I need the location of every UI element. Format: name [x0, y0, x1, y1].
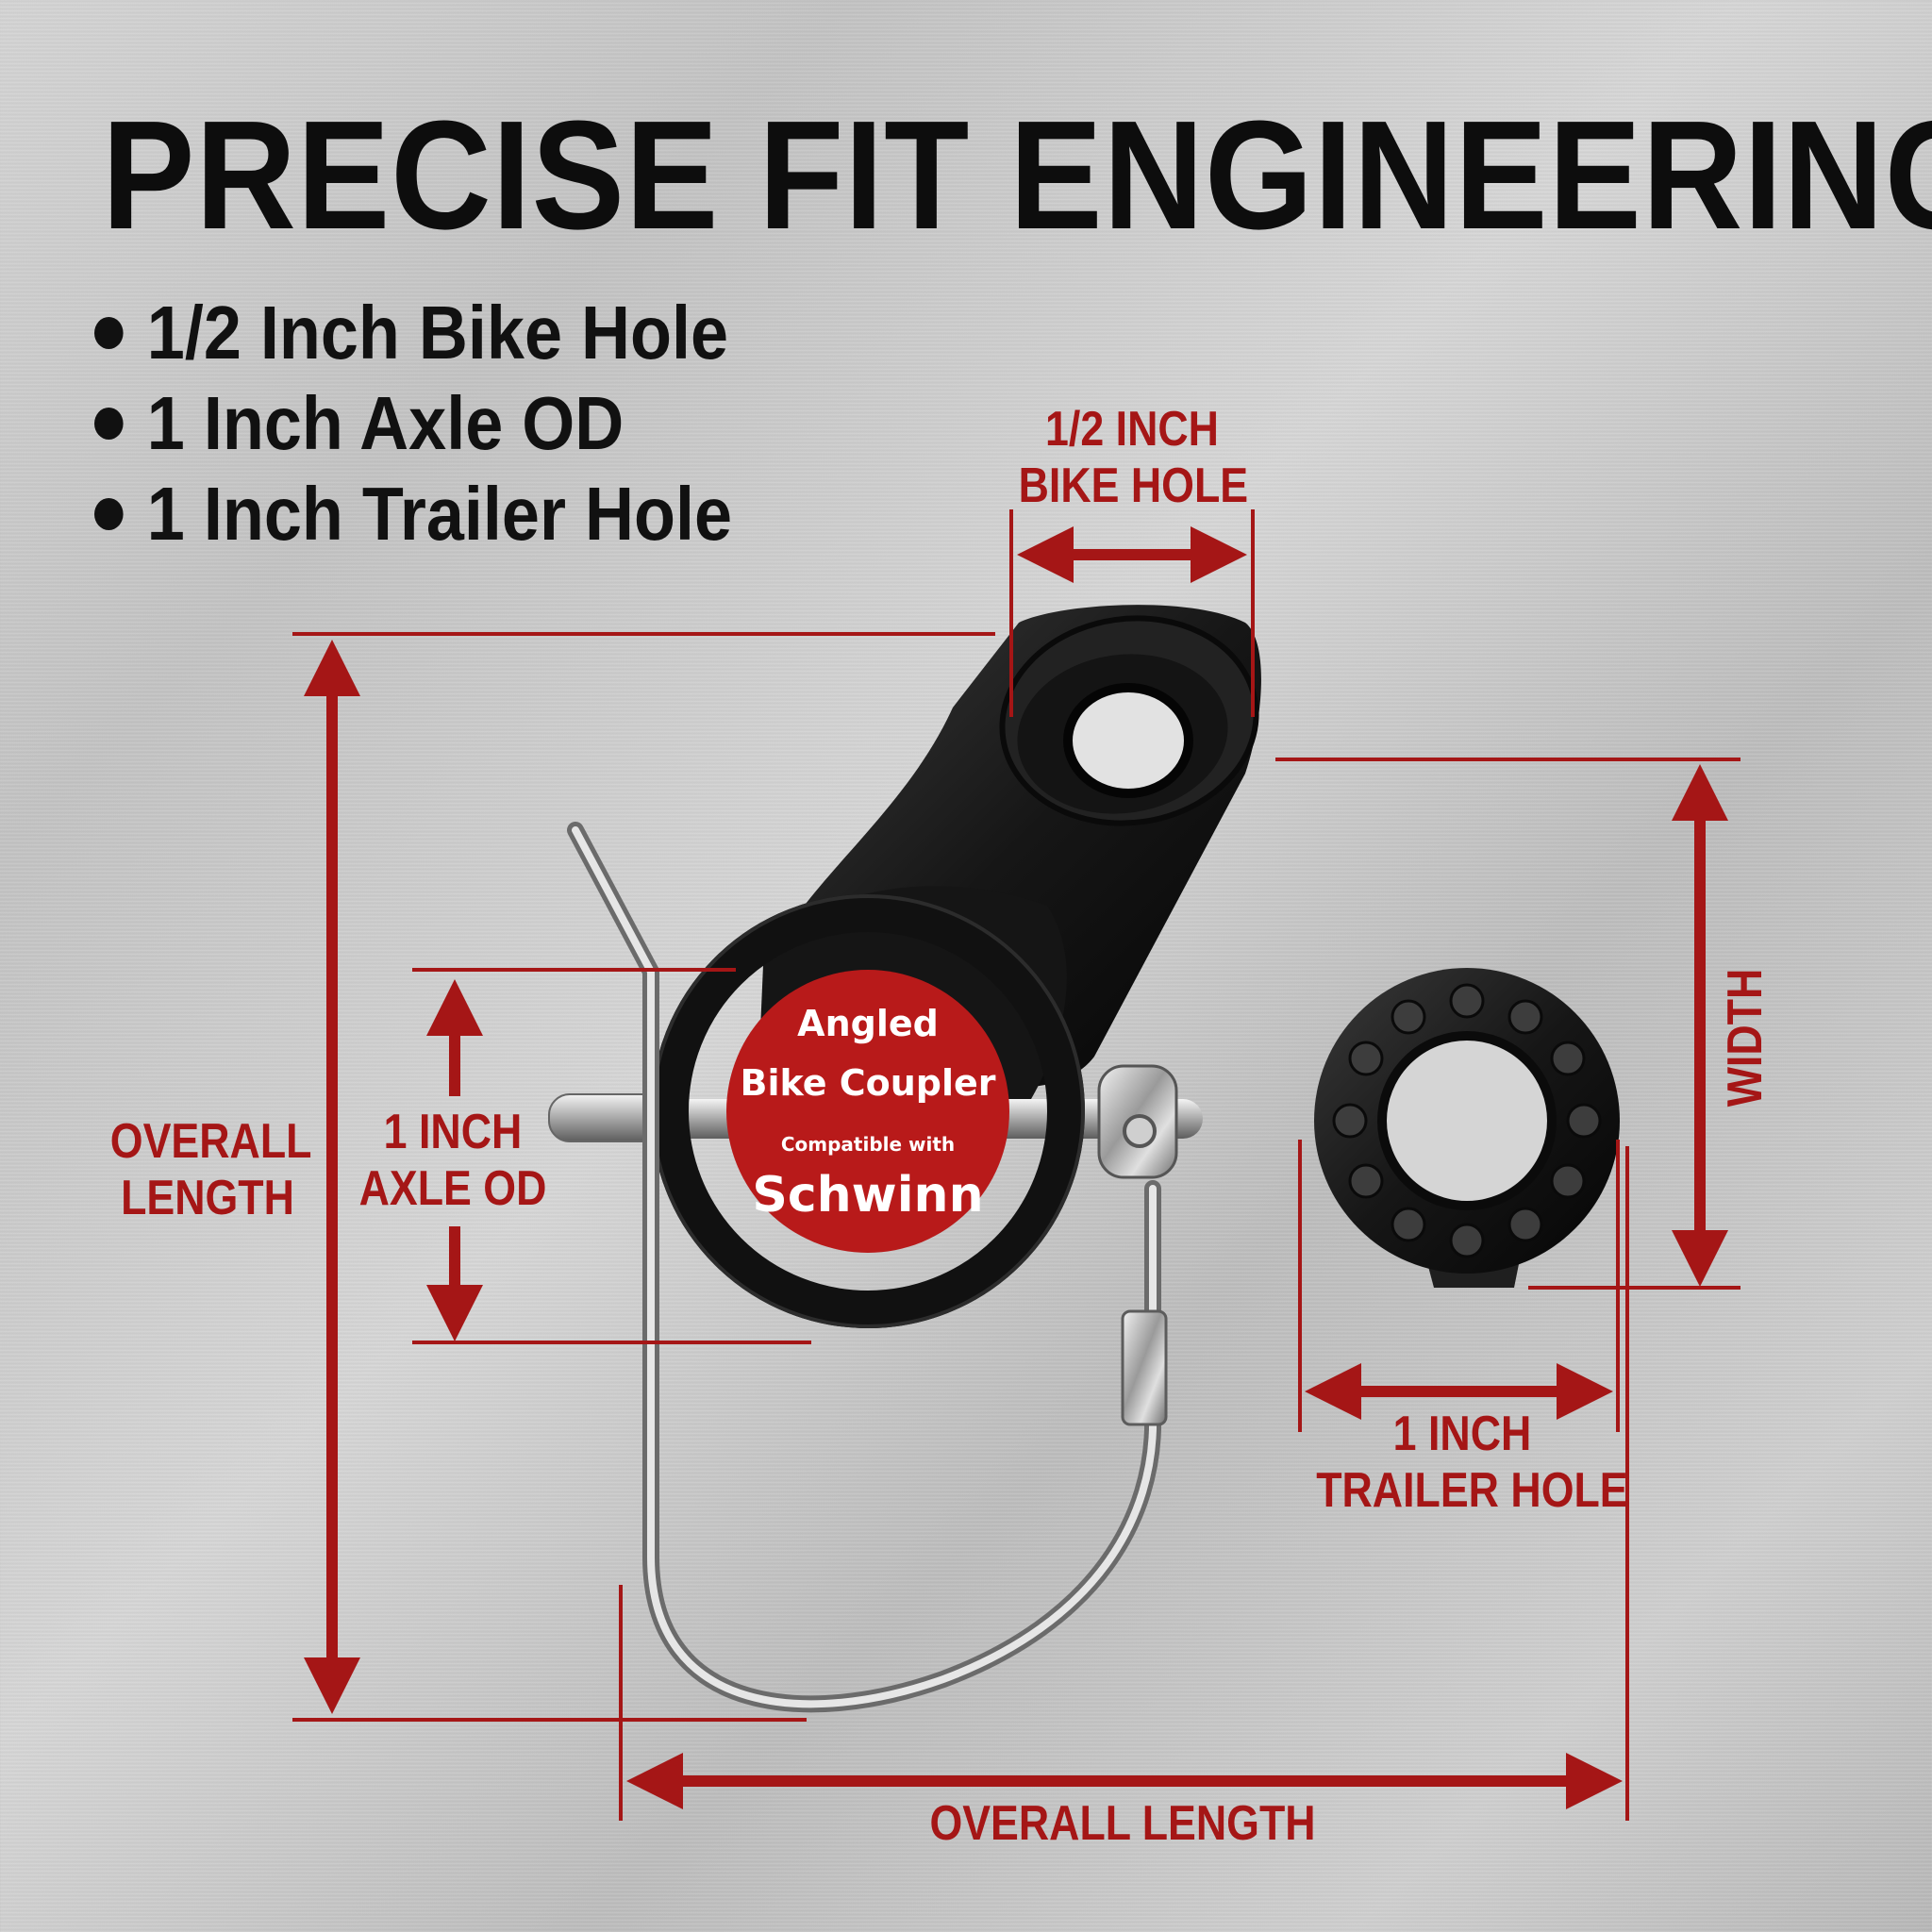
bullet-icon: [94, 407, 124, 440]
overall-length-horizontal-label: OVERALL LENGTH: [929, 1796, 1316, 1851]
overall-length-vertical-label: OVERALL LENGTH: [109, 1114, 312, 1225]
feature-list: 1/2 Inch Bike Hole 1 Inch Axle OD 1 Inch…: [94, 288, 803, 559]
feature-item: 1 Inch Trailer Hole: [94, 469, 732, 559]
page-title: PRECISE FIT ENGINEERING: [102, 89, 1932, 261]
axle-od-label: 1 INCH AXLE OD: [358, 1105, 547, 1216]
bike-hole: [1063, 683, 1193, 798]
feature-item: 1/2 Inch Bike Hole: [94, 288, 732, 378]
trailer-hole-label: 1 INCH TRAILER HOLE: [1316, 1407, 1628, 1518]
bullet-icon: [94, 497, 124, 530]
trailer-washer: [1314, 968, 1620, 1288]
bike-hole-label: 1/2 INCH BIKE HOLE: [1018, 402, 1249, 513]
dimension-lines: [292, 509, 1740, 1821]
coupler-arm: [755, 605, 1261, 1181]
feature-item: 1 Inch Axle OD: [94, 378, 732, 469]
trailer-hole: [1377, 1031, 1557, 1210]
safety-hitch-pin: [567, 822, 1168, 1713]
badge-line-1: Angled: [797, 1003, 939, 1044]
badge-line-4: Schwinn: [752, 1167, 984, 1224]
coupler-badge: [726, 970, 1009, 1253]
badge-line-3: Compatible with: [780, 1133, 956, 1156]
badge-line-2: Bike Coupler: [740, 1062, 996, 1104]
bullet-icon: [94, 316, 124, 349]
width-label: WIDTH: [1718, 968, 1773, 1108]
washer-studs: [1332, 983, 1602, 1258]
